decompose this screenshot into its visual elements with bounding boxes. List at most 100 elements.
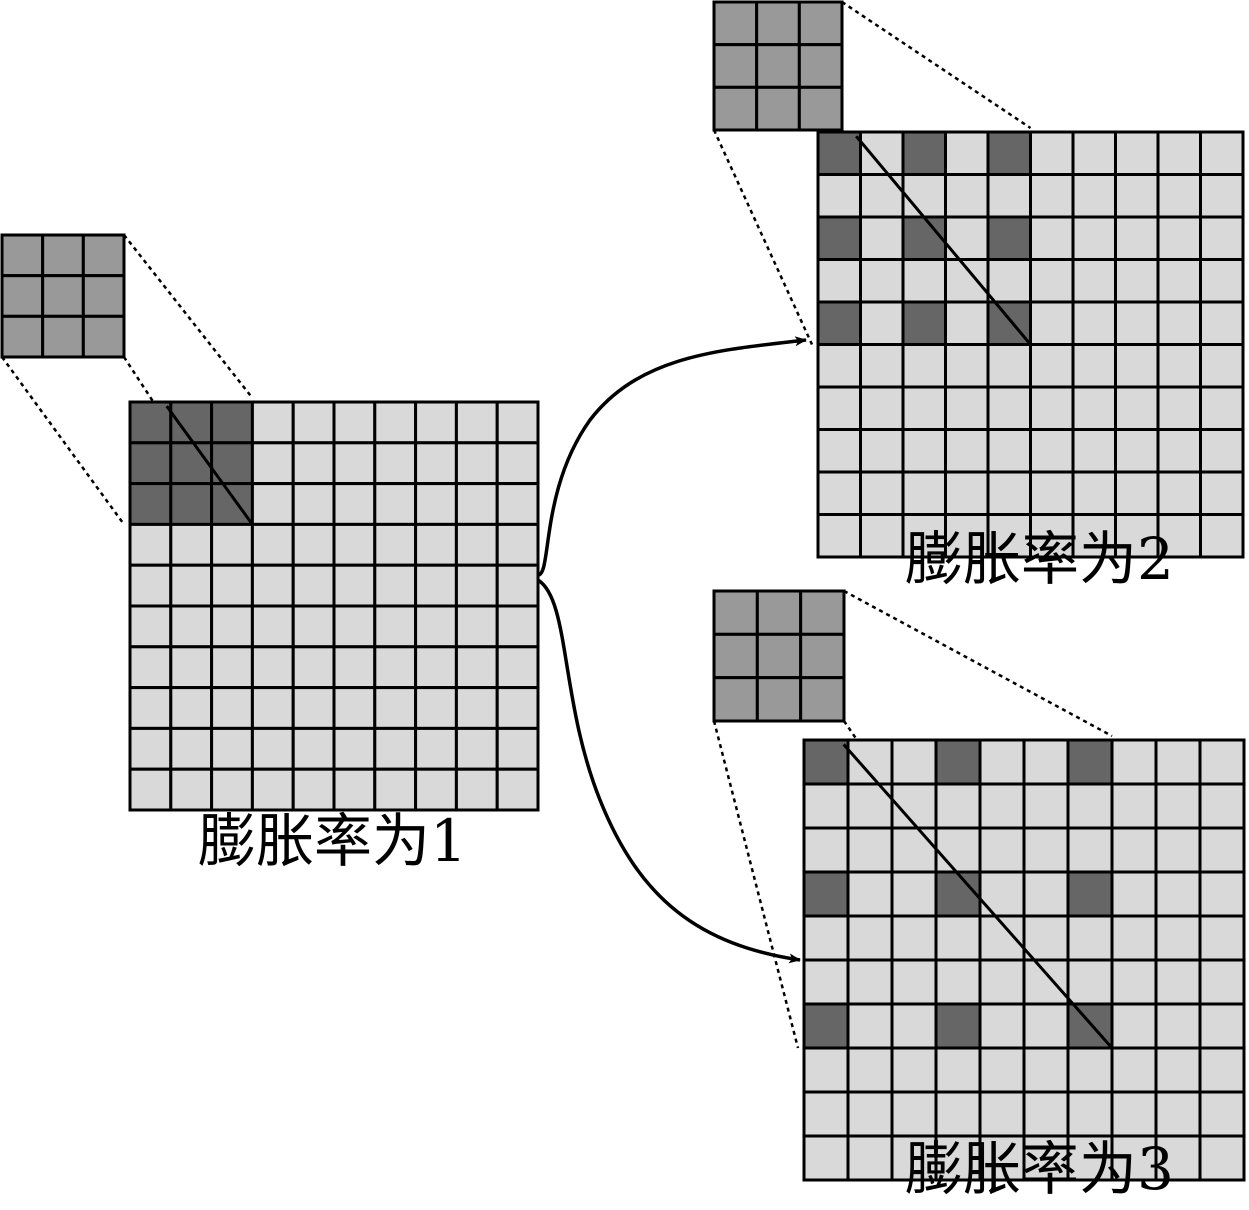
grid-cell (373, 645, 418, 690)
grid-cell (816, 343, 862, 389)
grid-cell (1114, 130, 1160, 176)
grid-cell (1114, 258, 1160, 304)
grid-cell (1154, 1002, 1202, 1050)
receptive-cell (802, 870, 850, 918)
grid-cell (978, 870, 1026, 918)
grid-cell (846, 738, 894, 786)
grid-cell (890, 1046, 938, 1094)
grid-cell (210, 767, 254, 812)
grid-cell (1029, 428, 1075, 474)
grid-cell (1110, 738, 1158, 786)
receptive-cell (986, 130, 1032, 176)
grid-cell (128, 604, 173, 649)
receptive-cell (169, 441, 214, 486)
grid-cell (1110, 1090, 1158, 1138)
feature-map-border (128, 400, 540, 812)
grid-cell (454, 645, 499, 690)
grid-cell (373, 522, 418, 567)
grid-cell (1029, 130, 1075, 176)
receptive-cell (128, 441, 173, 486)
grid-cell (291, 441, 336, 486)
grid-cell (978, 1046, 1026, 1094)
grid-cell (1156, 385, 1202, 431)
receptive-field-diagonal (855, 135, 1032, 346)
grid-cell (901, 470, 947, 516)
receptive-cell (802, 738, 850, 786)
grid-cell (1114, 300, 1160, 346)
grid-cell (890, 958, 938, 1006)
grid-cell (846, 1046, 894, 1094)
grid-cell (1114, 470, 1160, 516)
grid-cell (373, 767, 418, 812)
grid-cell (901, 385, 947, 431)
grid-cell (1022, 1046, 1070, 1094)
grid-cell (934, 914, 982, 962)
grid-cell (1156, 130, 1202, 176)
grid-cell (802, 958, 850, 1006)
grid-cell (169, 767, 214, 812)
grid-cell (250, 522, 295, 567)
grid-cell (128, 522, 173, 567)
grid-cell (414, 482, 458, 526)
grid-cell (944, 173, 990, 219)
grid-cell (934, 958, 982, 1006)
grid-cell (291, 645, 336, 690)
grid-cell (291, 563, 336, 608)
projection-line (841, 0, 1032, 130)
grid-cell (1154, 1046, 1202, 1094)
receptive-cell (169, 482, 214, 526)
grid-cell (1154, 738, 1202, 786)
grid-cell (1066, 958, 1114, 1006)
kernel-cell (712, 632, 759, 680)
grid-cell (986, 343, 1032, 389)
grid-cell (986, 385, 1032, 431)
grid-cell (1029, 258, 1075, 304)
grid-cell (332, 767, 377, 812)
grid-cell (978, 782, 1026, 830)
receptive-cell (901, 300, 947, 346)
grid-cell (944, 385, 990, 431)
grid-cell (454, 767, 499, 812)
grid-cell (291, 726, 336, 771)
grid-cell (1110, 914, 1158, 962)
grid-cell (414, 767, 458, 812)
grid-cell (291, 522, 336, 567)
feature-map-border (802, 738, 1246, 1182)
grid-cell (495, 482, 540, 526)
grid-cell (1198, 1002, 1246, 1050)
grid-cell (1198, 958, 1246, 1006)
grid-cell (454, 400, 499, 445)
grid-cell (250, 604, 295, 649)
grid-cell (890, 1134, 938, 1182)
grid-cell (1022, 1090, 1070, 1138)
grid-cell (1156, 428, 1202, 474)
kernel-cell (712, 589, 759, 636)
grid-cell (1022, 738, 1070, 786)
grid-cell (291, 686, 336, 730)
grid-cell (414, 441, 458, 486)
grid-cell (454, 482, 499, 526)
grid-cell (454, 726, 499, 771)
grid-cell (934, 1134, 982, 1182)
receptive-cell (934, 1002, 982, 1050)
grid-cell (250, 441, 295, 486)
grid-cell (169, 522, 214, 567)
grid-cell (802, 1134, 850, 1182)
grid-cell (978, 826, 1026, 874)
receptive-field-diagonal (165, 405, 254, 526)
grid-cell (210, 563, 254, 608)
grid-cell (944, 343, 990, 389)
kernel-cell (755, 85, 801, 132)
grid-cell (1156, 470, 1202, 516)
grid-cell (978, 1090, 1026, 1138)
kernel-cell (41, 233, 85, 278)
grid-cell (373, 604, 418, 649)
grid-cell (816, 513, 862, 559)
kernel-rate-1 (0, 233, 126, 359)
grid-cell (846, 1134, 894, 1182)
kernel-cell (81, 314, 126, 359)
grid-cell (859, 300, 905, 346)
grid-cell (846, 1002, 894, 1050)
grid-cell (901, 428, 947, 474)
grid-cell (332, 645, 377, 690)
